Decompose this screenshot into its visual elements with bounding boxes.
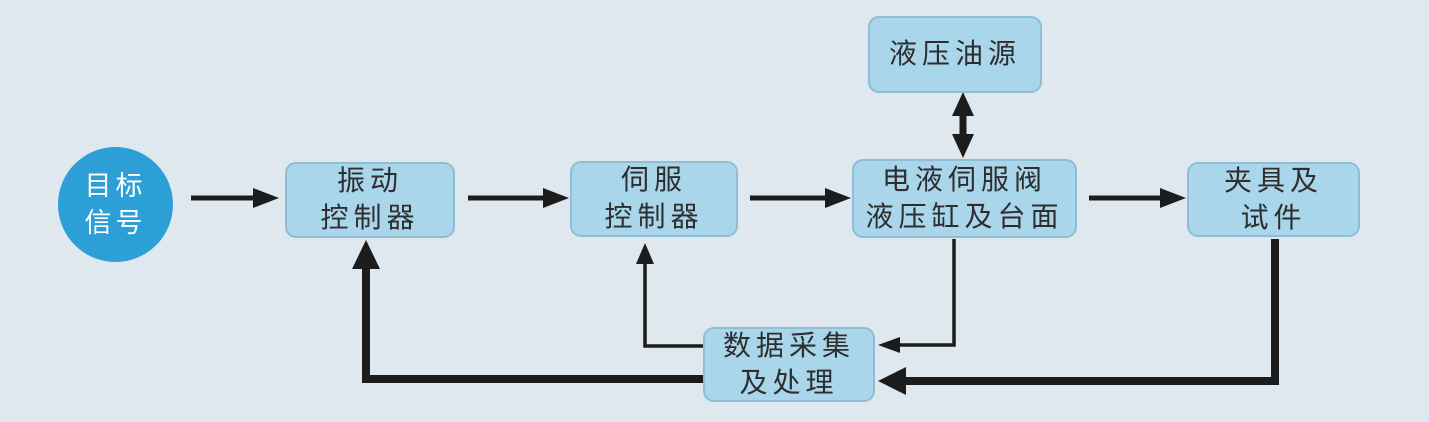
feedback-fixture-to-data bbox=[878, 239, 1279, 395]
node-target-signal: 目标 信号 bbox=[58, 147, 173, 262]
node-valve-cylinder-table: 电液伺服阀 液压缸及台面 bbox=[852, 159, 1077, 238]
arrow-target-to-vibration bbox=[191, 188, 279, 208]
node-fixture-specimen-label: 夹具及 试件 bbox=[1223, 164, 1323, 233]
node-valve-cylinder-table-label: 电液伺服阀 液压缸及台面 bbox=[865, 163, 1064, 232]
feedback-data-to-vibration bbox=[352, 240, 703, 383]
arrow-vibration-to-servo bbox=[468, 188, 569, 208]
node-target-signal-label: 目标 信号 bbox=[84, 171, 147, 238]
node-data-acquisition: 数据采集 及处理 bbox=[703, 327, 875, 402]
node-vibration-controller-label: 振动 控制器 bbox=[320, 165, 420, 233]
arrow-valve-to-fixture bbox=[1089, 188, 1186, 208]
arrow-servo-to-valve bbox=[750, 188, 851, 208]
node-data-acquisition-label: 数据采集 及处理 bbox=[722, 329, 855, 398]
node-servo-controller-label: 伺服 控制器 bbox=[604, 164, 704, 232]
node-servo-controller: 伺服 控制器 bbox=[570, 161, 738, 237]
node-hydraulic-oil-source: 液压油源 bbox=[868, 16, 1042, 93]
feedback-data-to-servo bbox=[636, 243, 703, 348]
feedback-valve-to-data bbox=[878, 239, 956, 353]
double-arrow-oil-to-valve bbox=[952, 92, 974, 158]
node-fixture-specimen: 夹具及 试件 bbox=[1187, 162, 1360, 237]
node-vibration-controller: 振动 控制器 bbox=[285, 162, 455, 238]
node-hydraulic-oil-source-label: 液压油源 bbox=[888, 38, 1021, 70]
